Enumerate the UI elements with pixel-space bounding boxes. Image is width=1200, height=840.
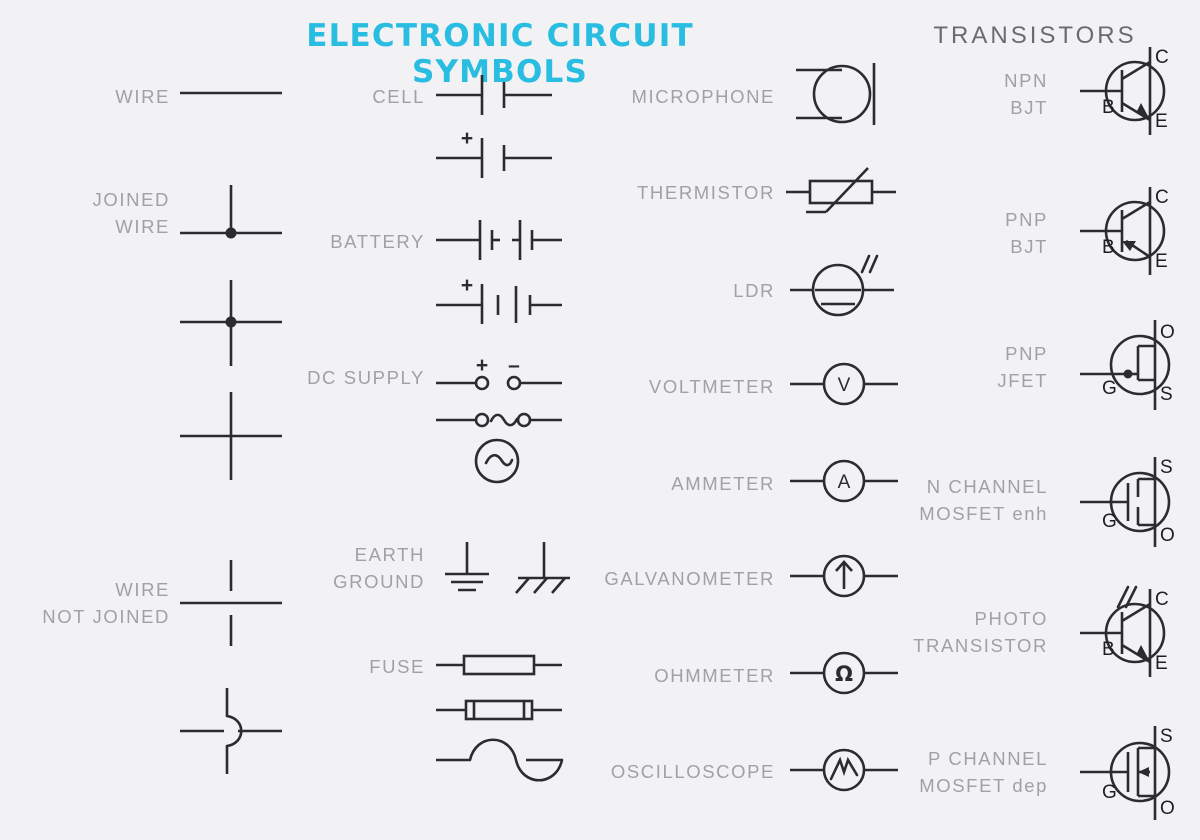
symbol-microphone bbox=[796, 63, 876, 125]
plus-sign: + bbox=[461, 127, 473, 150]
pin-collector: C bbox=[1155, 47, 1169, 68]
symbol-thermistor bbox=[786, 167, 896, 214]
label-p-mosfet-dep: P CHANNEL MOSFET dep bbox=[919, 748, 1048, 796]
symbol-wire-not-joined-hop bbox=[180, 688, 282, 774]
label-earth-ground: EARTH GROUND bbox=[333, 544, 425, 592]
label-dc-supply: DC SUPPLY bbox=[307, 367, 425, 388]
symbol-wire-joined-cross bbox=[180, 280, 282, 366]
pin-drain: O bbox=[1160, 798, 1175, 819]
pin-source: S bbox=[1160, 457, 1173, 478]
pin-base: B bbox=[1102, 97, 1115, 118]
pin-emitter: E bbox=[1155, 653, 1168, 674]
symbol-pnp-bjt: C B E bbox=[1080, 187, 1169, 275]
symbol-voltmeter: V bbox=[790, 362, 898, 406]
symbol-ohmmeter: Ω bbox=[790, 651, 898, 695]
label-oscilloscope: OSCILLOSCOPE bbox=[610, 761, 775, 782]
symbol-npn-bjt: C B E bbox=[1080, 47, 1169, 135]
symbol-battery-polarised: + bbox=[436, 274, 562, 324]
label-cell: CELL bbox=[372, 86, 425, 107]
pin-drain: O bbox=[1160, 525, 1175, 546]
plus-sign: + bbox=[461, 274, 473, 297]
label-joined-wire: JOINED WIRE bbox=[92, 189, 170, 237]
transistors-heading: TRANSISTORS bbox=[933, 22, 1137, 49]
label-galvanometer: GALVANOMETER bbox=[604, 568, 775, 589]
symbol-n-mosfet-enh: S G O bbox=[1080, 457, 1175, 547]
label-ldr: LDR bbox=[733, 280, 775, 301]
label-ammeter: AMMETER bbox=[671, 473, 775, 494]
plus-sign: + bbox=[476, 354, 488, 377]
zigzag-glyph bbox=[829, 756, 859, 781]
pin-emitter: E bbox=[1155, 111, 1168, 132]
symbol-oscilloscope bbox=[790, 748, 898, 792]
symbol-galvanometer bbox=[790, 554, 898, 598]
label-pnp-jfet: PNP JFET bbox=[997, 343, 1048, 391]
symbol-ac-supply-terminals bbox=[436, 412, 562, 428]
voltmeter-glyph: V bbox=[838, 375, 851, 396]
label-voltmeter: VOLTMETER bbox=[648, 376, 775, 397]
label-wire: WIRE bbox=[115, 86, 170, 107]
symbol-photo-transistor: C B E bbox=[1080, 585, 1169, 677]
symbol-dc-supply-terminals: + – bbox=[436, 354, 562, 391]
symbol-wire-straight bbox=[180, 91, 282, 95]
symbol-ammeter: A bbox=[790, 459, 898, 503]
pin-gate: G bbox=[1102, 782, 1117, 803]
pin-base: B bbox=[1102, 639, 1115, 660]
pin-drain: O bbox=[1160, 322, 1175, 343]
symbol-earth-ground bbox=[445, 542, 489, 592]
pin-emitter: E bbox=[1155, 251, 1168, 272]
symbol-fuse-wavy bbox=[436, 738, 564, 782]
label-photo-transistor: PHOTO TRANSISTOR bbox=[913, 608, 1048, 656]
page-title: ELECTRONIC CIRCUIT SYMBOLS bbox=[306, 18, 694, 90]
label-ohmmeter: OHMMETER bbox=[654, 665, 775, 686]
label-wire-not-joined: WIRE NOT JOINED bbox=[42, 579, 170, 627]
ammeter-glyph: A bbox=[838, 472, 851, 493]
pin-source: S bbox=[1160, 726, 1173, 747]
symbol-battery bbox=[436, 220, 562, 260]
symbol-ac-source-circle bbox=[474, 438, 520, 484]
symbol-wire-joined-tee bbox=[180, 185, 282, 239]
label-microphone: MICROPHONE bbox=[631, 86, 775, 107]
symbol-fuse-cartridge bbox=[436, 699, 562, 721]
symbol-pnp-jfet: O G S bbox=[1080, 320, 1175, 410]
symbol-cell-polarised: + bbox=[436, 127, 552, 178]
label-battery: BATTERY bbox=[330, 231, 425, 252]
symbol-chassis-ground bbox=[515, 542, 570, 594]
minus-sign: – bbox=[508, 354, 520, 377]
pin-gate: G bbox=[1102, 511, 1117, 532]
symbol-fuse-rect bbox=[436, 654, 562, 676]
ohmmeter-glyph: Ω bbox=[835, 662, 853, 686]
label-fuse: FUSE bbox=[369, 656, 425, 677]
pin-gate: G bbox=[1102, 378, 1117, 399]
label-thermistor: THERMISTOR bbox=[637, 182, 775, 203]
symbol-wire-crossing-plain bbox=[180, 392, 282, 480]
symbol-cell bbox=[436, 75, 552, 115]
symbol-p-mosfet-dep: S G O bbox=[1080, 726, 1175, 820]
pin-collector: C bbox=[1155, 187, 1169, 208]
label-npn-bjt: NPN BJT bbox=[1004, 70, 1048, 118]
symbol-wire-not-joined-gap bbox=[180, 560, 282, 646]
symbol-ldr bbox=[790, 254, 894, 317]
label-pnp-bjt: PNP BJT bbox=[1005, 209, 1048, 257]
label-n-mosfet-enh: N CHANNEL MOSFET enh bbox=[919, 476, 1048, 524]
pin-base: B bbox=[1102, 237, 1115, 258]
pin-source: S bbox=[1160, 384, 1173, 405]
pin-collector: C bbox=[1155, 589, 1169, 610]
